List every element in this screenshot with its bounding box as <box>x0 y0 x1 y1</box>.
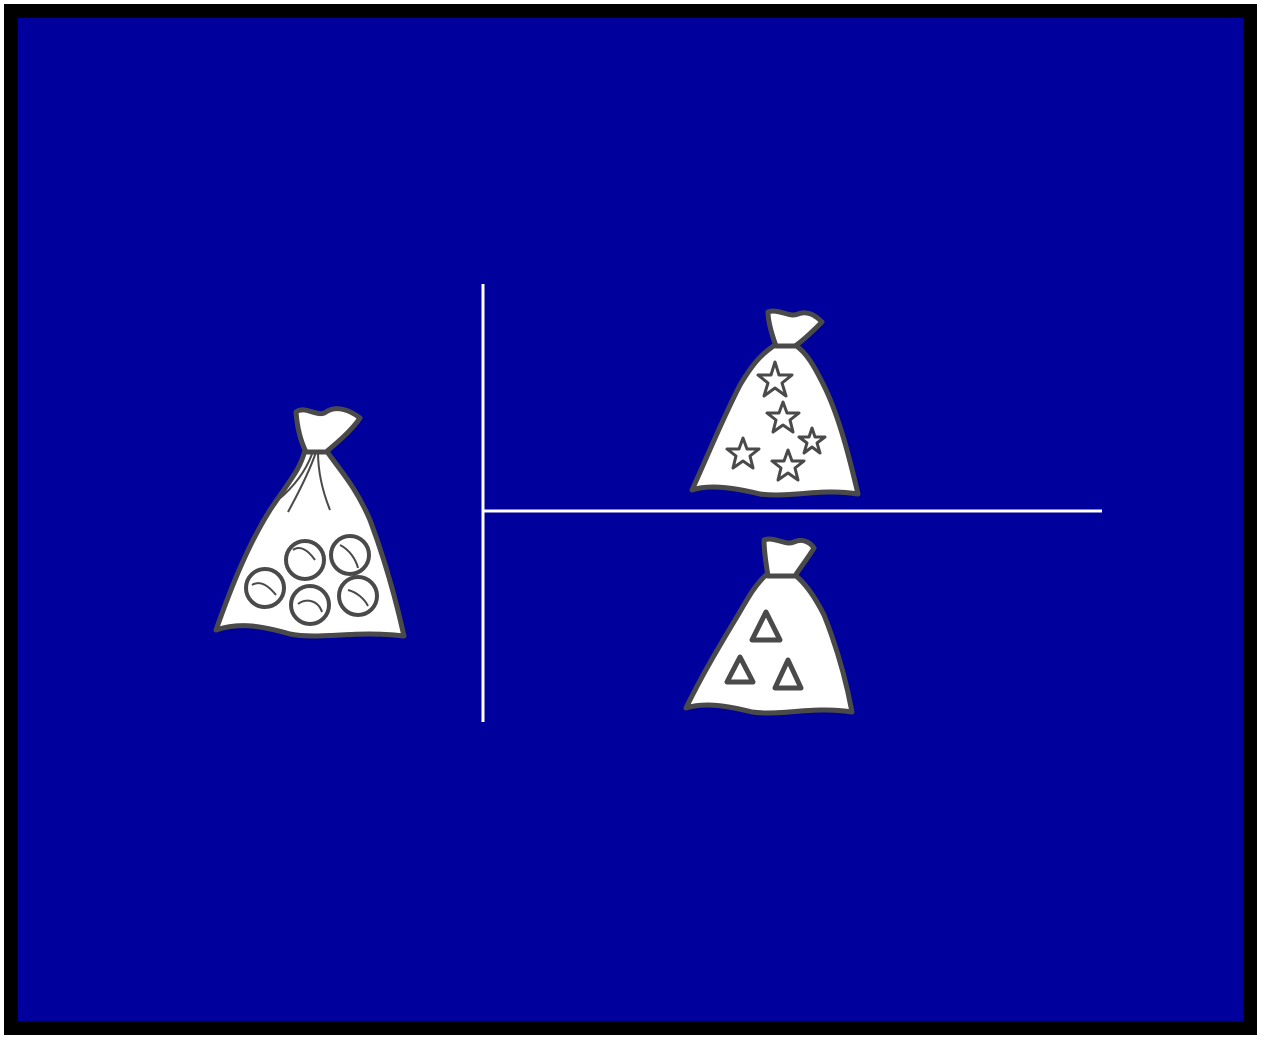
marble-shape <box>246 569 284 607</box>
stars-bag-icon <box>692 311 858 495</box>
marble-shape <box>291 586 329 624</box>
triangles-bag-icon <box>686 539 852 713</box>
marble-shape <box>331 536 369 574</box>
marbles-bag-icon <box>216 409 404 636</box>
marble-shape <box>339 577 377 615</box>
marble-shape <box>286 541 324 579</box>
